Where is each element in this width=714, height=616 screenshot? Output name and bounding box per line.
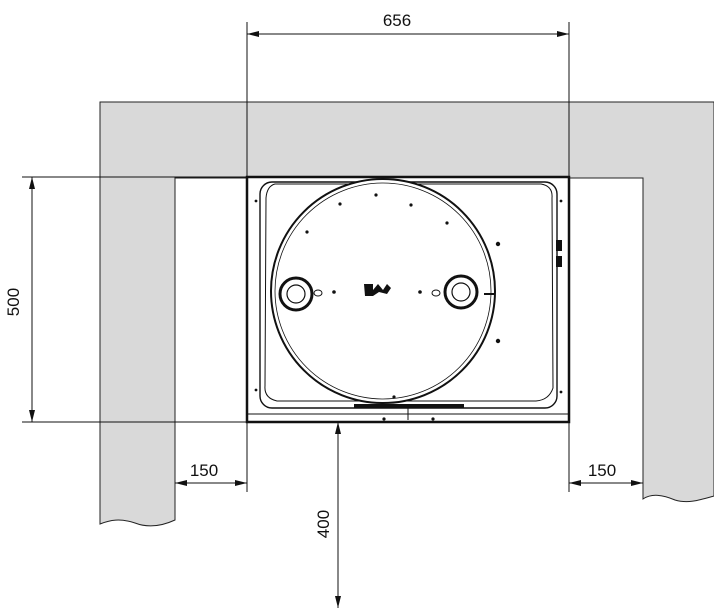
dimension-width: 656: [246, 11, 570, 177]
dimension-left-clearance: 150: [175, 422, 248, 492]
dimension-left-clearance-label: 150: [190, 461, 218, 480]
right-port: [443, 274, 479, 310]
right-fitting: [431, 289, 441, 297]
left-port-core: [286, 284, 306, 304]
dimension-height: 500: [4, 176, 247, 423]
side-connector-bottom: [556, 256, 562, 267]
right-port-core: [451, 282, 471, 302]
appliance: [245, 175, 571, 424]
left-port: [278, 276, 314, 312]
dimension-height-label: 500: [4, 288, 23, 316]
dimension-width-label: 656: [383, 11, 411, 30]
dimension-right-clearance-label: 150: [588, 461, 616, 480]
left-fitting: [313, 289, 323, 297]
center-valve: [364, 284, 391, 296]
side-connector-top: [556, 240, 562, 251]
dimension-right-clearance: 150: [568, 422, 643, 492]
dimension-front-clearance-label: 400: [314, 510, 333, 538]
drum-inner: [274, 182, 492, 400]
bolt-dots: [254, 193, 563, 421]
dimension-front-clearance: 400: [314, 422, 341, 608]
appliance-front-rail: [354, 404, 464, 408]
wall-recess: [99, 101, 714, 527]
appliance-drip-tray: [264, 183, 554, 402]
